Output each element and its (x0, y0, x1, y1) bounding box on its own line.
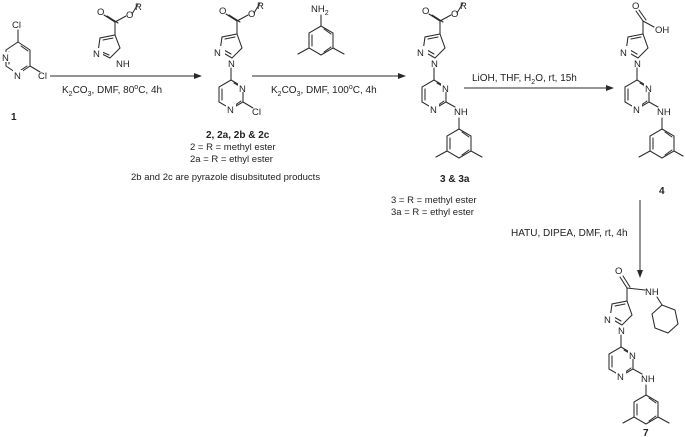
atom-n: N (633, 105, 640, 116)
atom-n: N (634, 59, 641, 70)
atom-n: N (604, 315, 611, 326)
atom-r: R (135, 2, 142, 13)
step-3-conditions: LiOH, THF, H2O, rt, 15h (472, 73, 577, 86)
atom-n: N (430, 105, 437, 116)
atom-nh: NH (641, 374, 655, 385)
note-2: 2 = R = methyl ester (190, 142, 276, 153)
atom-o: O (248, 9, 255, 20)
atom-n: N (618, 326, 625, 337)
atom-n: N (629, 351, 636, 362)
atom-o: O (451, 9, 458, 20)
arrow-step-3 (464, 85, 614, 91)
atom-n: N (645, 84, 652, 95)
atom-n: N (239, 84, 246, 95)
atom-n: N (617, 372, 624, 383)
atom-o: O (632, 1, 639, 12)
arrow-step-1 (50, 73, 202, 79)
atom-o: O (219, 6, 226, 17)
atom-r: R (460, 1, 467, 12)
atom-cl: Cl (12, 20, 21, 31)
atom-nh: NH (657, 107, 671, 118)
compound-7-structure: N N O NH N N NH (604, 266, 679, 425)
note-3a: 3a = R = ethyl ester (391, 207, 474, 218)
arrow-step-2 (252, 73, 406, 79)
atom-n: N (214, 48, 221, 59)
compound-2-structure: N N O O R N N Cl (214, 1, 264, 118)
atom-cl: Cl (38, 71, 47, 82)
reagent-dimethylaniline: NH2 (297, 4, 345, 56)
compound-1-label: 1 (11, 112, 17, 123)
note-2a: 2a = R = ethyl ester (190, 154, 273, 165)
atom-n: N (227, 105, 234, 116)
step-2-conditions: K2CO3, DMF, 100oC, 4h (271, 84, 377, 98)
atom-nh: NH (116, 59, 130, 70)
atom-oh: OH (655, 25, 669, 36)
atom-n: N (2, 53, 9, 64)
arrow-step-4 (637, 200, 643, 278)
atom-n: N (442, 84, 449, 95)
note-3: 3 = R = methyl ester (391, 195, 477, 206)
compound-3-label: 3 & 3a (440, 174, 470, 185)
atom-nh2: NH2 (311, 4, 329, 17)
atom-r: R (257, 1, 264, 12)
atom-o: O (615, 266, 622, 277)
atom-n: N (228, 59, 235, 70)
reagent-pyrazole-ester: N NH O O R (93, 2, 142, 70)
compound-4-label: 4 (659, 186, 665, 197)
atom-n: N (93, 49, 100, 60)
compound-4-structure: N N O OH N N NH (620, 1, 684, 159)
compound-3-structure: N N O O R N N NH (417, 1, 483, 159)
atom-n: N (14, 71, 21, 82)
step-1-conditions: K2CO3, DMF, 80oC, 4h (62, 84, 162, 98)
atom-n: N (620, 48, 627, 59)
atom-o: O (422, 6, 429, 17)
note-2b-2c: 2b and 2c are pyrazole disubsituted prod… (131, 172, 320, 183)
atom-nh: NH (645, 287, 659, 298)
atom-cl: Cl (252, 107, 261, 118)
atom-o: O (97, 7, 104, 18)
atom-nh: NH (454, 107, 468, 118)
compound-2-label: 2, 2a, 2b & 2c (206, 130, 270, 141)
compound-7-label: 7 (643, 428, 649, 437)
step-4-conditions: HATU, DIPEA, DMF, rt, 4h (511, 228, 628, 239)
atom-n: N (431, 59, 438, 70)
atom-n: N (417, 48, 424, 59)
atom-o: O (126, 10, 133, 21)
compound-1-structure: N N Cl Cl (2, 20, 47, 82)
